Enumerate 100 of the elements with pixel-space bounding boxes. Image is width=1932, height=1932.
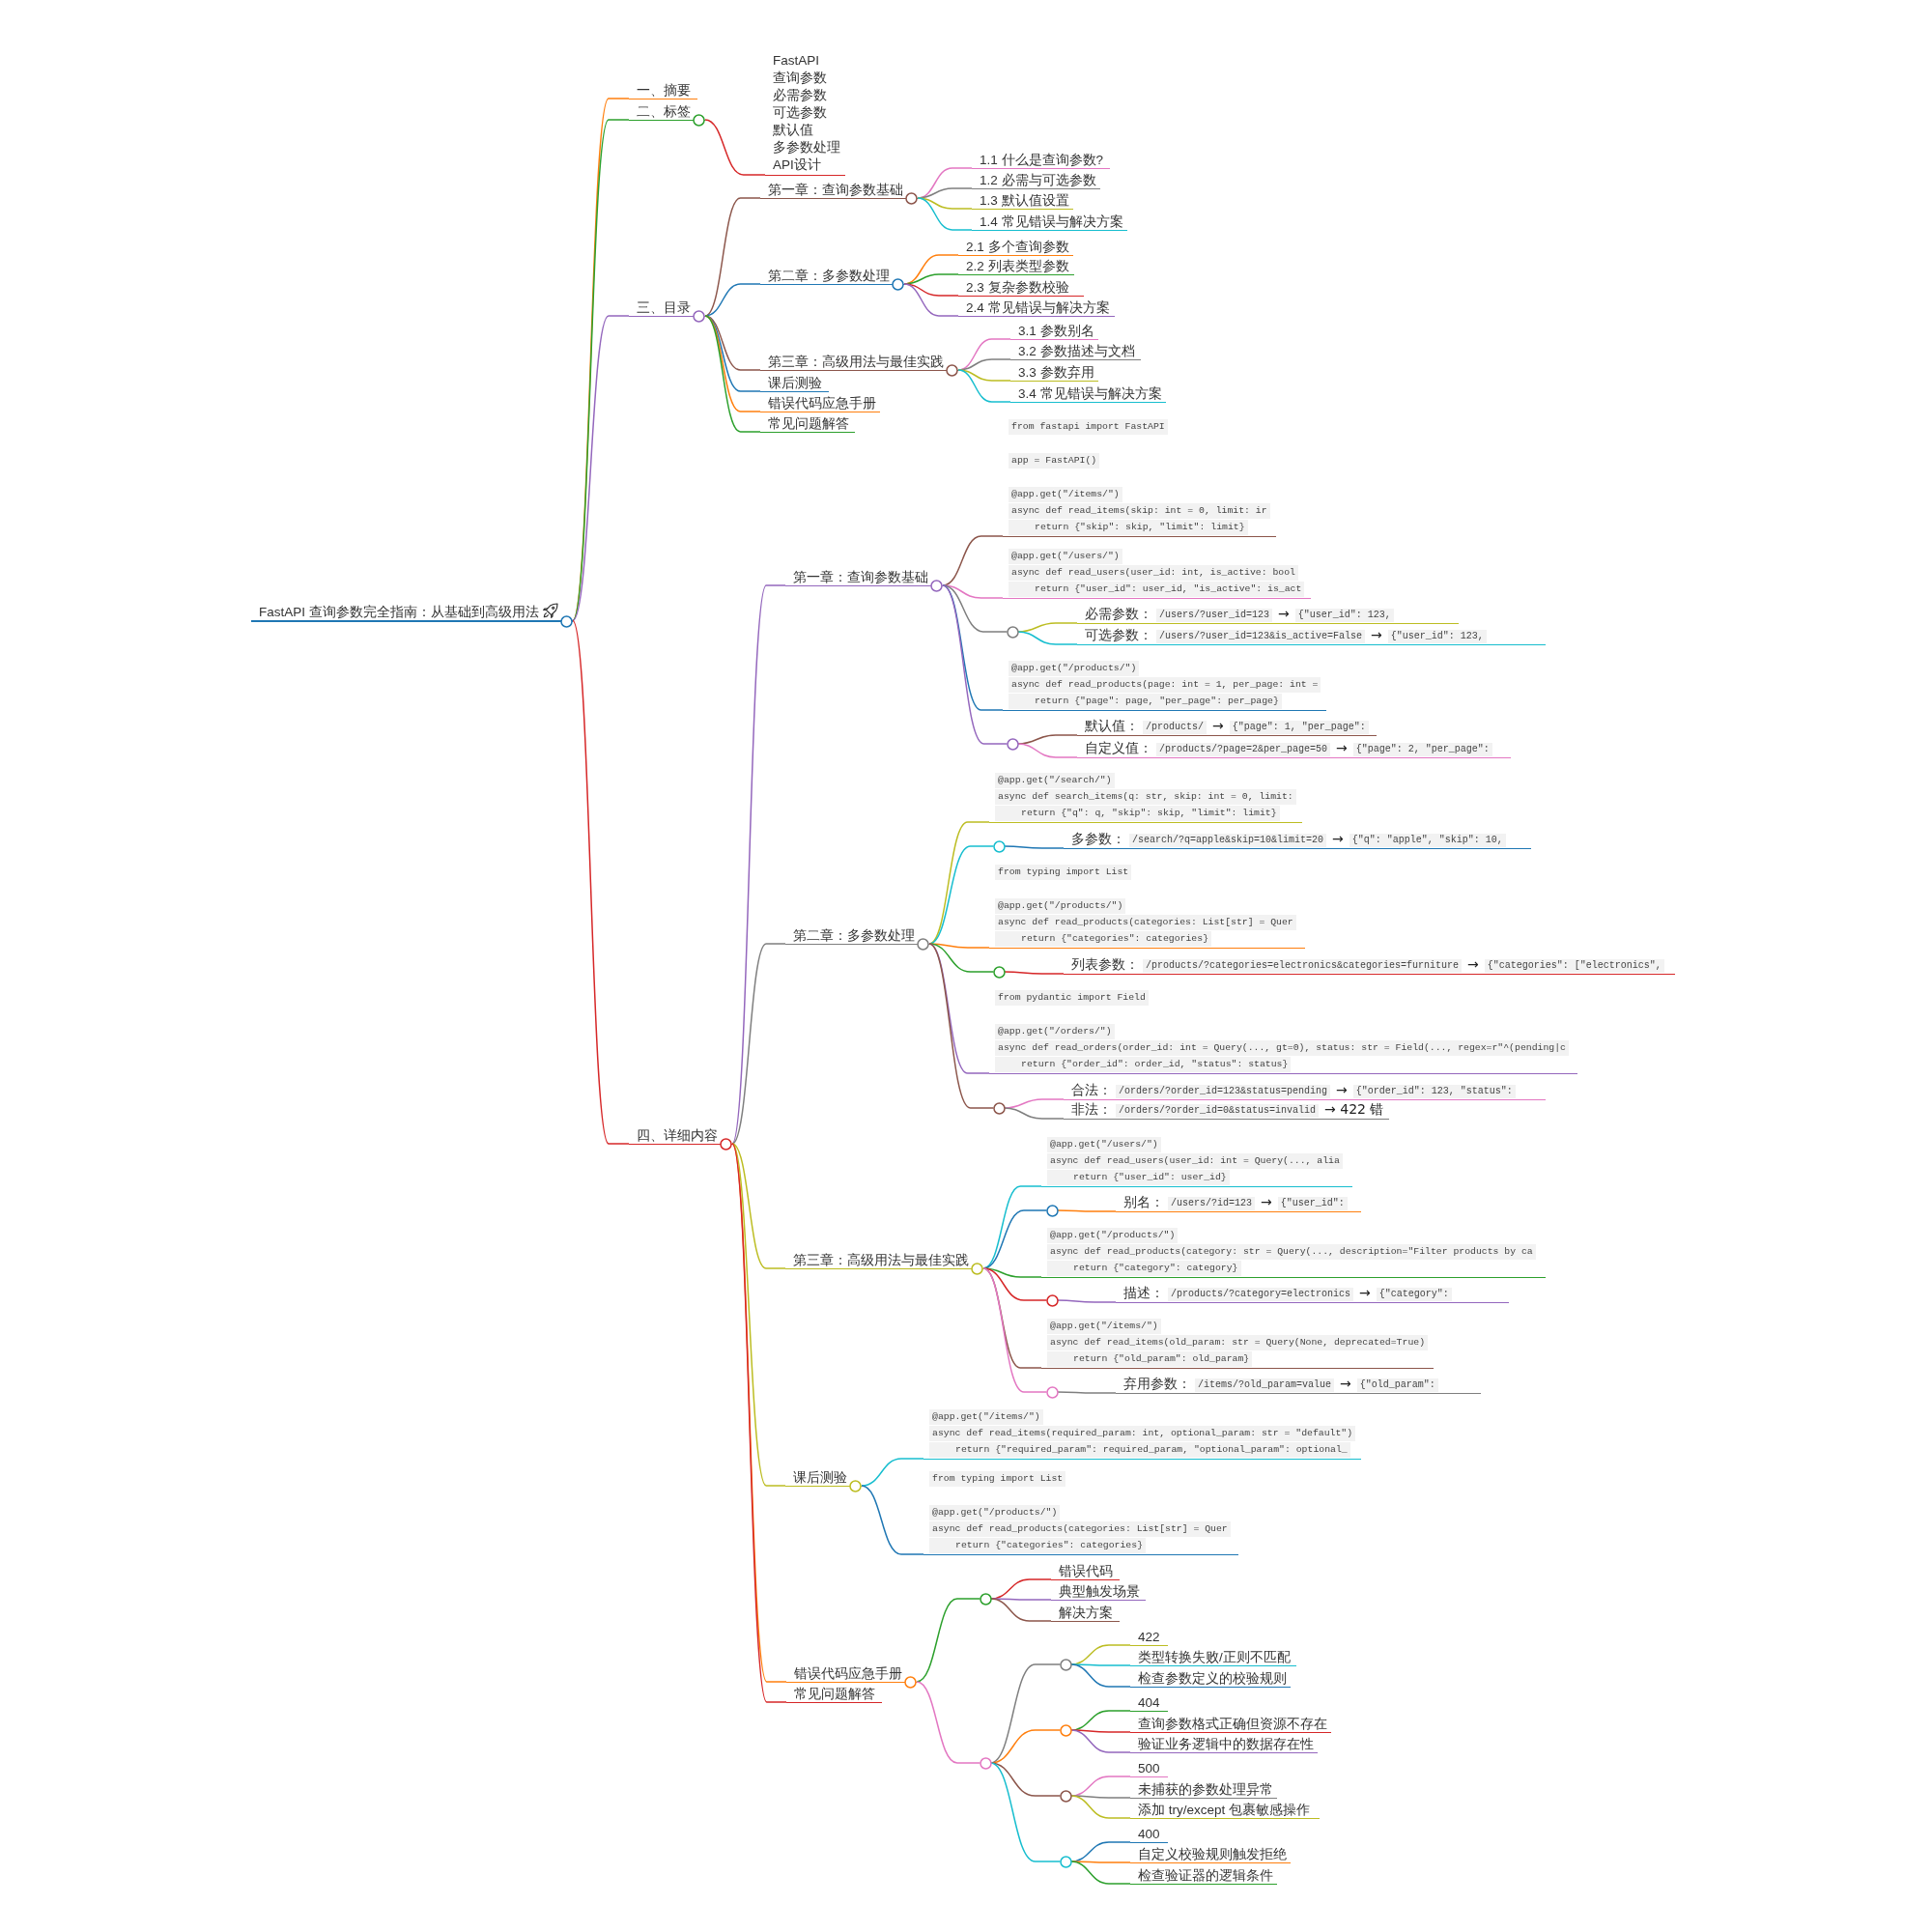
code-block [923,1469,1238,1555]
arrow-text: → [1467,956,1479,972]
field-label: 自定义值： [1085,740,1152,755]
junction-circle [992,965,1006,979]
tag-text: API设计 [773,156,821,174]
tag-text: 查询参数 [773,69,827,87]
code-block [1041,1226,1546,1278]
branch-line [861,1485,924,1555]
branch-line [982,1267,1048,1301]
branch-line [942,584,1009,633]
branch-line [1056,1391,1117,1394]
topic-label: 典型触发场景 [1051,1583,1146,1601]
topic-label: 1.2 必需与可选参数 [972,172,1100,189]
branch-line [928,943,995,973]
topic-label: 第二章：多参数处理 [768,268,890,283]
branch-line [731,1143,786,1487]
topic-label: 自定义校验规则触发拒绝 [1130,1846,1291,1863]
inline-code: /orders/?order_id=0&status=invalid [1116,1103,1320,1118]
result-row [1064,1101,1390,1120]
topic-label: 错误代码应急手册 [760,395,880,412]
inline-code: {"page": 2, "per_page": [1352,742,1492,756]
code-block [1003,659,1327,711]
tag-text: 可选参数 [773,103,827,122]
topic-label: 二、标签 [637,103,691,119]
branch-line [917,197,973,231]
field-label: 别名： [1123,1194,1164,1209]
arrow-text: → [1371,627,1382,642]
branch-line [917,197,973,210]
topic-label: 3.1 参数别名 [1010,323,1098,340]
arrow-text: → [1340,1376,1351,1391]
topic-label: 第三章：高级用法与最佳实践 [768,354,944,369]
result-row [1064,831,1531,849]
branch-line [704,315,761,412]
inline-code: {"categories": ["electronics", [1484,958,1664,973]
arrow-text: → [1212,718,1224,733]
inline-code: {"user_id": 123, [1294,608,1394,622]
branch-line [957,369,1011,382]
branch-line [731,1143,786,1269]
branch-line [957,369,1011,403]
branch-line [731,943,786,1145]
inline-code: /products/?page=2&per_page=50 [1156,742,1331,756]
topic-label: 检查验证器的逻辑条件 [1130,1867,1277,1885]
arrow-text: → [1261,1194,1272,1209]
field-label: 弃用参数： [1123,1376,1191,1391]
branch-line [989,1762,1062,1862]
branch-line [942,584,1009,745]
branch-line [1003,971,1065,975]
branch-line [942,584,1004,599]
field-label: 合法： [1071,1082,1112,1097]
inline-code: {"user_id": 123, [1387,629,1487,643]
inline-code: /products/?categories=electronics&categories=furniture [1143,958,1463,973]
branch-line [1069,1795,1131,1819]
inline-code: /search/?q=apple&skip=10&limit=20 [1129,833,1327,847]
result-row [1077,627,1546,645]
code-block [1041,1317,1435,1369]
branch-line [903,283,959,317]
result-row [1116,1285,1509,1303]
topic-label: 第二章：多参数处理 [793,927,915,943]
topic-label: 一、摘要 [629,82,697,99]
topic-label: 422 [1130,1629,1168,1646]
field-label: 多参数： [1071,831,1125,846]
field-label: 可选参数： [1085,627,1152,642]
topic-label: 常见问题解答 [760,415,855,433]
topic-label: 未捕获的参数处理异常 [1130,1781,1277,1799]
junction-circle [1045,1293,1059,1307]
branch-line [1069,1729,1131,1753]
branch-line [903,283,959,297]
topic-label: 类型转换失败/正则不匹配 [1130,1649,1296,1666]
junction-circle [1006,737,1019,751]
topic-label: 错误代码 [1051,1563,1120,1580]
inline-code: /users/?user_id=123&is_active=False [1156,629,1366,643]
branch-line [704,119,766,176]
arrow-text: → 422 错 [1324,1101,1384,1117]
tag-text: 默认值 [773,121,813,139]
inline-code: {"category": [1376,1287,1452,1301]
result-row [1077,718,1377,736]
inline-code: {"page": 1, "per_page": [1229,720,1369,734]
topic-label: 1.4 常见错误与解决方案 [972,213,1127,231]
branch-line [982,1267,1042,1369]
topic-label: 2.1 多个查询参数 [958,239,1073,256]
branch-line [861,1458,924,1487]
result-row [1077,606,1459,624]
topic-label: 查询参数格式正确但资源不存在 [1130,1716,1331,1733]
code-block [1041,1135,1352,1187]
branch-line [572,315,630,622]
topic-label: FastAPI 查询参数完全指南：从基础到高级用法 [259,604,539,619]
field-label: 必需参数： [1085,606,1152,621]
inline-code: /users/?user_id=123 [1156,608,1273,622]
inline-code: {"order_id": 123, "status": [1352,1084,1516,1098]
junction-circle [1059,1658,1072,1671]
result-row [1064,1082,1546,1100]
branch-line [704,197,761,317]
code-block [989,771,1302,823]
field-label: 非法： [1071,1101,1112,1117]
junction-circle [1045,1204,1059,1217]
topic-label: 四、详细内容 [637,1127,718,1143]
field-label: 描述： [1123,1285,1164,1300]
junction-circle [992,839,1006,853]
tag-text: 多参数处理 [773,138,840,156]
topic-label: 500 [1130,1760,1168,1777]
